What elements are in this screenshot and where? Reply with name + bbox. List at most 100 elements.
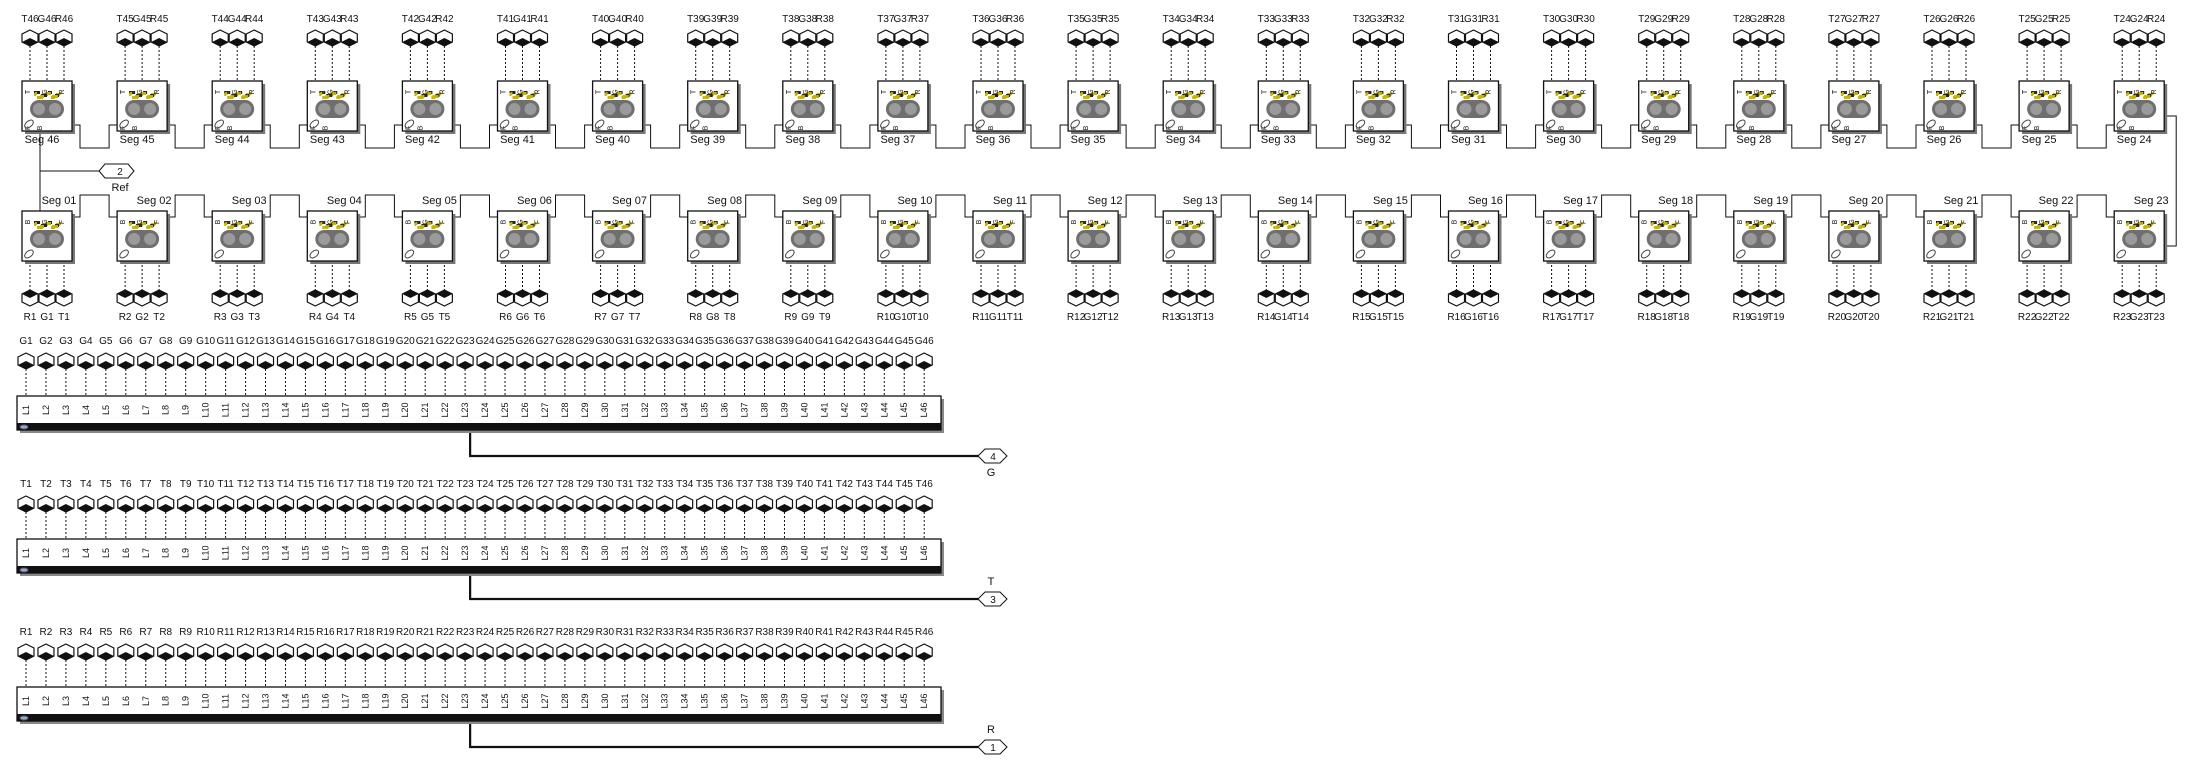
bus-input-label: G36	[715, 336, 734, 347]
connector-port-icon	[616, 352, 634, 370]
top-port-label: R24	[2147, 14, 2166, 25]
bus-input-label: T37	[736, 479, 754, 490]
connector-port-icon	[1369, 29, 1388, 47]
bottom-port-label: R6	[499, 312, 512, 323]
segment-label: Seg 31	[1451, 134, 1486, 146]
chain-wire	[1878, 124, 1924, 149]
connector-port-icon	[2113, 289, 2131, 307]
connector-port-icon	[1179, 289, 1197, 307]
connector-port-icon	[816, 289, 834, 307]
bus-line-label: L37	[740, 545, 750, 560]
chain-wire	[1498, 124, 1544, 149]
connector-port-icon	[915, 643, 933, 661]
connector-port-icon	[656, 643, 674, 661]
connector-port-icon	[276, 352, 295, 370]
pin-label: B	[1178, 125, 1185, 130]
bottom-port-label: T20	[1862, 312, 1880, 323]
connector-port-icon	[1369, 289, 1388, 307]
bus-input-label: G33	[655, 336, 674, 347]
bus-line-label: L12	[241, 545, 251, 560]
chain-wire	[1403, 124, 1449, 149]
pin-label: B	[132, 125, 139, 130]
connector-port-icon	[608, 29, 627, 47]
bus-input-label: T16	[317, 479, 335, 490]
bus-input-label: G23	[456, 336, 475, 347]
top-port-label: G31	[1464, 14, 1483, 25]
bus-line-label: L20	[400, 402, 410, 417]
wiring-layer	[25, 46, 2177, 749]
chain-wire	[1878, 194, 1924, 218]
connector-port-icon	[356, 495, 374, 513]
bus-input-label: R7	[139, 627, 152, 638]
connector-port-icon	[2018, 289, 2036, 307]
bus-line-label: L15	[300, 545, 310, 560]
bus-line-label: L42	[839, 545, 849, 560]
bus-input-label: T1	[20, 479, 32, 490]
pin-label: F	[1676, 220, 1683, 224]
bus-line-label: L27	[540, 402, 550, 417]
bus-line-label: L40	[799, 402, 809, 417]
bus-line-label: L31	[620, 545, 630, 560]
chain-wire	[452, 194, 498, 218]
bottom-port-label: R10	[877, 312, 896, 323]
connector-port-icon	[416, 495, 434, 513]
pin-label: R	[2056, 89, 2063, 94]
bottom-port-label: R12	[1067, 312, 1086, 323]
bus-line-label: L32	[640, 545, 650, 560]
bus-line-label: L35	[700, 545, 710, 560]
connector-port-icon	[401, 289, 419, 307]
bus-line-label: L22	[440, 545, 450, 560]
pin-label: F	[725, 220, 732, 224]
pin-label: B	[703, 125, 710, 130]
bus-line-label: L38	[760, 545, 770, 560]
pin-label: G	[327, 89, 334, 94]
connector-port-icon	[875, 352, 893, 370]
top-port-label: R40	[625, 14, 644, 25]
pin-label: R	[1105, 89, 1112, 94]
bus-line-label: L42	[839, 402, 849, 417]
connector-port-icon	[815, 643, 834, 661]
pin-label: B	[227, 125, 234, 130]
bus-input-label: R44	[875, 627, 894, 638]
connector-port-icon	[37, 352, 55, 370]
ref-port-number: 2	[117, 167, 123, 178]
connector-port-icon	[356, 352, 374, 370]
bottom-port-label: R23	[2113, 312, 2132, 323]
connector-port-icon	[1862, 29, 1880, 47]
pin-label: T	[1356, 89, 1363, 94]
ref-port-label: Ref	[111, 182, 129, 194]
bus-input-label: G26	[516, 336, 535, 347]
bus-line-label: L3	[61, 405, 71, 415]
bus-input-label: T28	[556, 479, 574, 490]
top-port-label: T28	[1733, 14, 1751, 25]
pin-label: B	[608, 125, 615, 130]
pin-label: G	[422, 219, 429, 224]
segment-label: Seg 43	[310, 134, 345, 146]
connector-port-icon	[915, 352, 933, 370]
connector-port-icon	[57, 495, 75, 513]
bus-line-label: L16	[320, 402, 330, 417]
connector-port-icon	[1257, 29, 1275, 47]
connector-port-icon	[676, 495, 694, 513]
pin-label: G	[137, 219, 144, 224]
bus-input-label: R26	[516, 627, 535, 638]
top-port-label: R35	[1101, 14, 1120, 25]
link-icon	[19, 715, 29, 721]
segment-label: Seg 14	[1278, 195, 1313, 207]
bus-input-label: R35	[695, 627, 714, 638]
pin-label: F	[1771, 220, 1778, 224]
connector-port-icon	[1957, 29, 1975, 47]
bus-input-label: G2	[39, 336, 53, 347]
bus-line-label: L20	[400, 545, 410, 560]
chain-wire	[1783, 124, 1829, 149]
bus-line-label: L18	[360, 402, 370, 417]
bus-input-label: R9	[179, 627, 192, 638]
segment-label: Seg 18	[1658, 195, 1693, 207]
pin-label: R	[249, 89, 256, 94]
connector-port-icon	[476, 495, 494, 513]
bottom-port-label: G14	[1274, 312, 1293, 323]
connector-port-icon	[496, 29, 515, 47]
bus-input-label: T36	[716, 479, 734, 490]
